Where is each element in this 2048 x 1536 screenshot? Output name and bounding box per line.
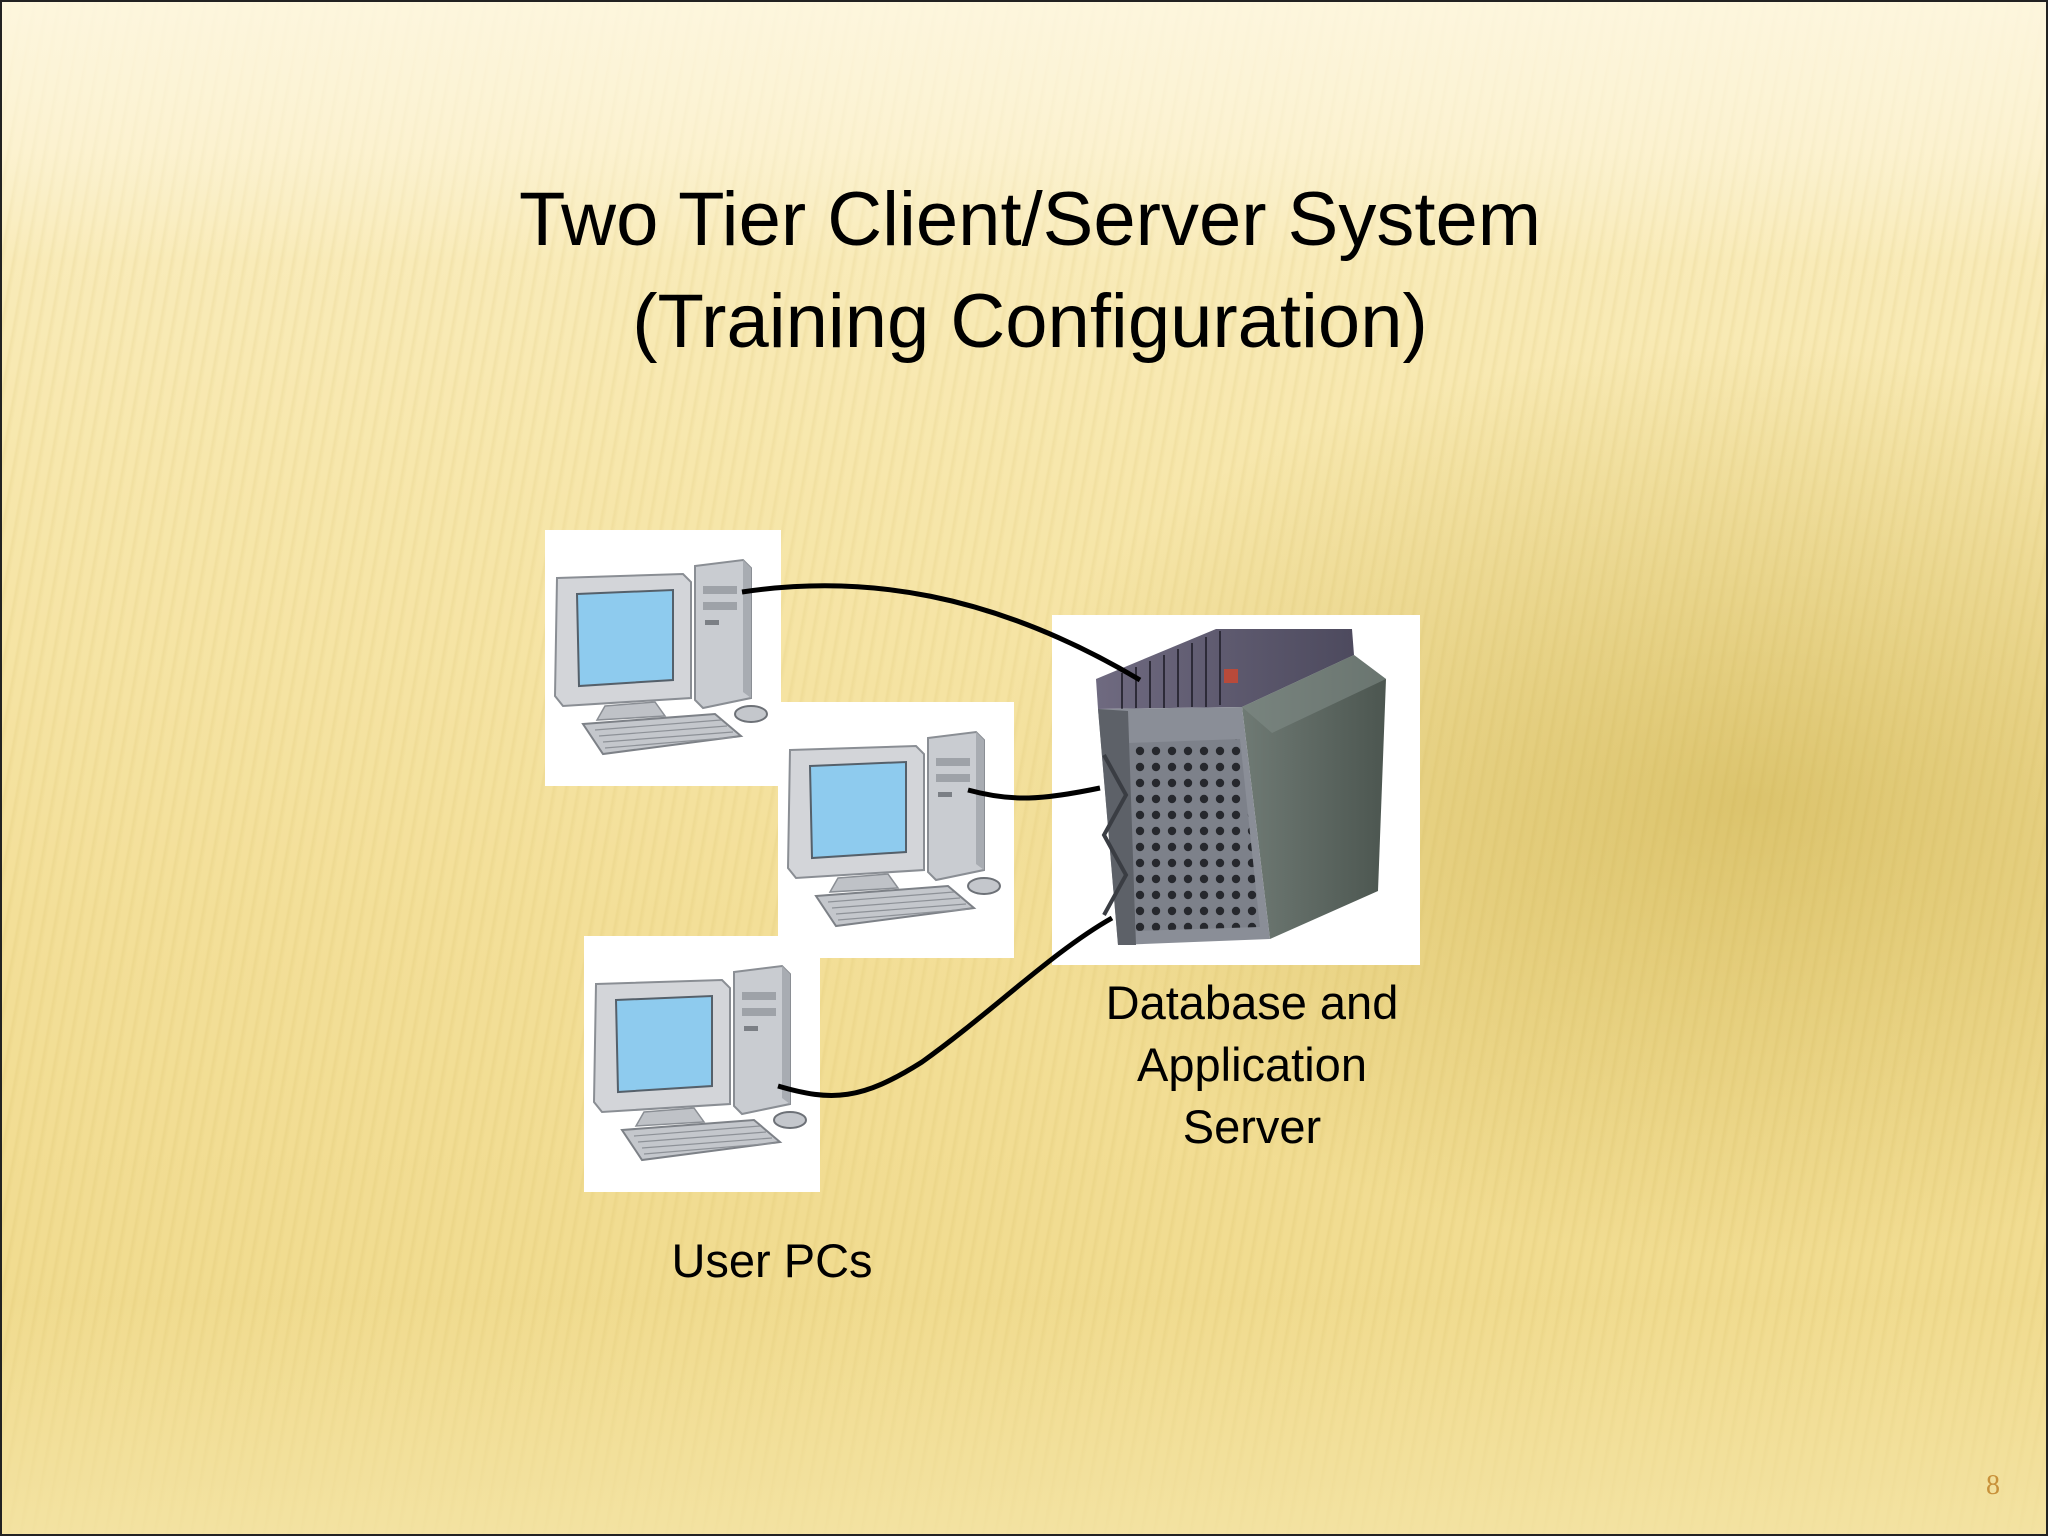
server-label-line-1: Database and [1105,976,1399,1029]
user-pc-1 [545,530,781,786]
user-pcs-label: User PCs [671,1234,873,1287]
desktop-computer-icon [553,558,768,756]
server-node [1052,615,1420,965]
user-pc-3 [584,936,820,1192]
page-number: 8 [1986,1470,2000,1501]
desktop-computer-icon [592,964,807,1162]
background-highlight [2,2,2046,262]
server-label: Database and Application Server [1062,972,1442,1158]
user-pc-2 [778,702,1014,958]
server-label-line-3: Server [1182,1100,1322,1153]
desktop-computer-icon [786,730,1001,928]
slide-title-line-2: (Training Configuration) [632,279,1428,364]
server-label-line-2: Application [1137,1038,1367,1091]
background-shade [2,1302,2046,1534]
server-tower-icon [1096,629,1386,945]
slide-title-line-1: Two Tier Client/Server System [518,177,1542,262]
